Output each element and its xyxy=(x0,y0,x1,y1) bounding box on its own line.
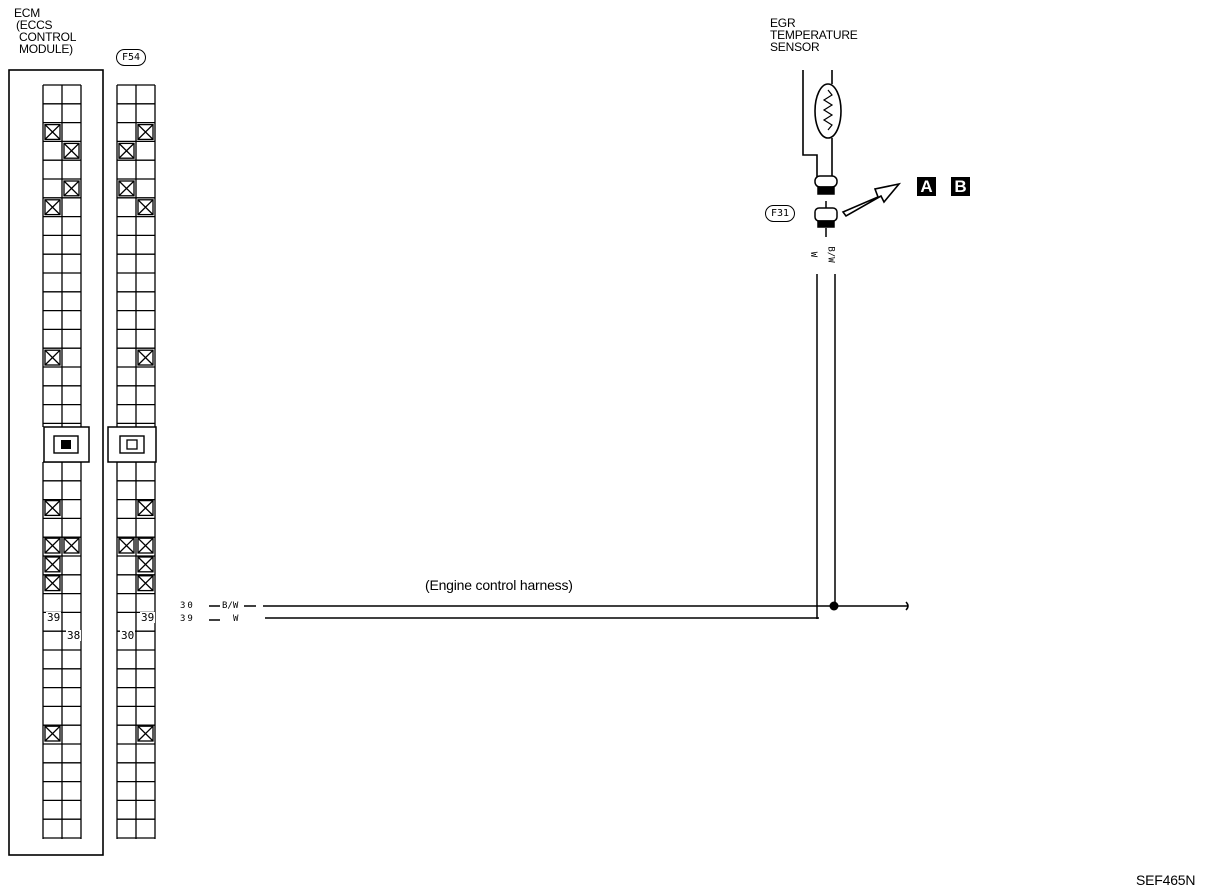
reference-box-b: B xyxy=(951,177,970,196)
splice-point xyxy=(829,601,839,611)
sensor-wire-color-left: W xyxy=(808,251,819,258)
ecm-pin-38: 38 xyxy=(66,629,82,642)
sensor-wire-color-right: B/W xyxy=(825,246,836,263)
figure-code: SEF465N xyxy=(1136,872,1196,888)
f31-connector-label: F31 xyxy=(765,205,796,222)
wire-row-2-color: W xyxy=(233,614,239,624)
egr-sensor xyxy=(802,70,842,178)
wire-row-2-pin: 39 xyxy=(180,614,195,624)
sensor-label-line1: EGR xyxy=(770,16,796,30)
sensor-wires xyxy=(816,228,836,605)
ecm-label: ECM (ECCS CONTROL MODULE) xyxy=(14,7,76,55)
ecm-connector-grid xyxy=(42,84,82,839)
harness-wires xyxy=(209,605,908,621)
f54-key-marker xyxy=(126,439,138,450)
ecm-label-line3: CONTROL xyxy=(19,30,77,44)
reference-box-a: A xyxy=(917,177,936,196)
f54-pin-39: 39 xyxy=(140,611,156,624)
wire-row-1-color: B/W xyxy=(222,601,239,611)
f54-pin-30: 30 xyxy=(120,629,136,642)
ecm-label-line1: ECM xyxy=(14,6,41,20)
harness-label: (Engine control harness) xyxy=(425,577,573,593)
f54-connector-grid xyxy=(116,84,156,839)
ecm-pin-39: 39 xyxy=(46,611,62,624)
f54-key-tab xyxy=(107,426,157,463)
reference-arrow xyxy=(841,182,902,218)
sensor-label-line3: SENSOR xyxy=(770,40,820,54)
f54-connector-label: F54 xyxy=(116,49,147,66)
egr-sensor-label: EGR TEMPERATURE SENSOR xyxy=(770,17,858,53)
continuation-mark xyxy=(905,601,909,611)
wire-row-1-pin: 30 xyxy=(180,601,195,611)
ecm-key-marker xyxy=(61,440,71,449)
ecm-label-line2: (ECCS xyxy=(16,18,53,32)
sensor-label-line2: TEMPERATURE xyxy=(770,28,858,42)
ecm-label-line4: MODULE) xyxy=(19,42,73,56)
f31-connector xyxy=(814,175,838,228)
ecm-outline xyxy=(8,69,104,856)
